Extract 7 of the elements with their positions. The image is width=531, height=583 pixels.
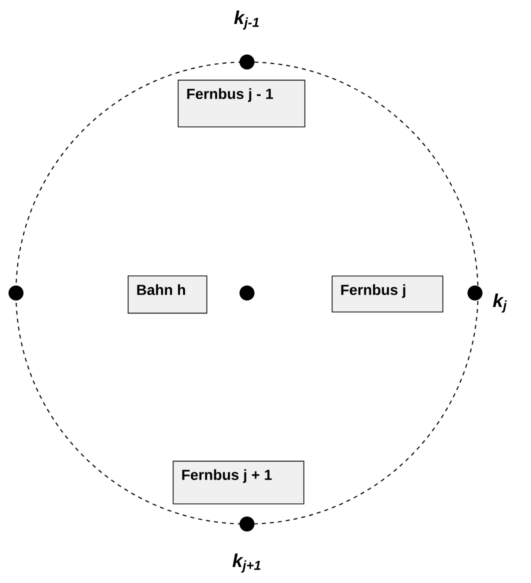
label-box: Fernbus j - 1 [178,80,306,128]
point-label: k$_{j-1}$ [234,10,259,30]
point-label: k$_{j}$ [492,293,507,313]
label-box: Bahn h [128,275,208,314]
point-label: k$_{j+1}$ [232,553,260,573]
label-box: Fernbus j [332,276,444,312]
label-box: Fernbus j + 1 [172,460,304,504]
